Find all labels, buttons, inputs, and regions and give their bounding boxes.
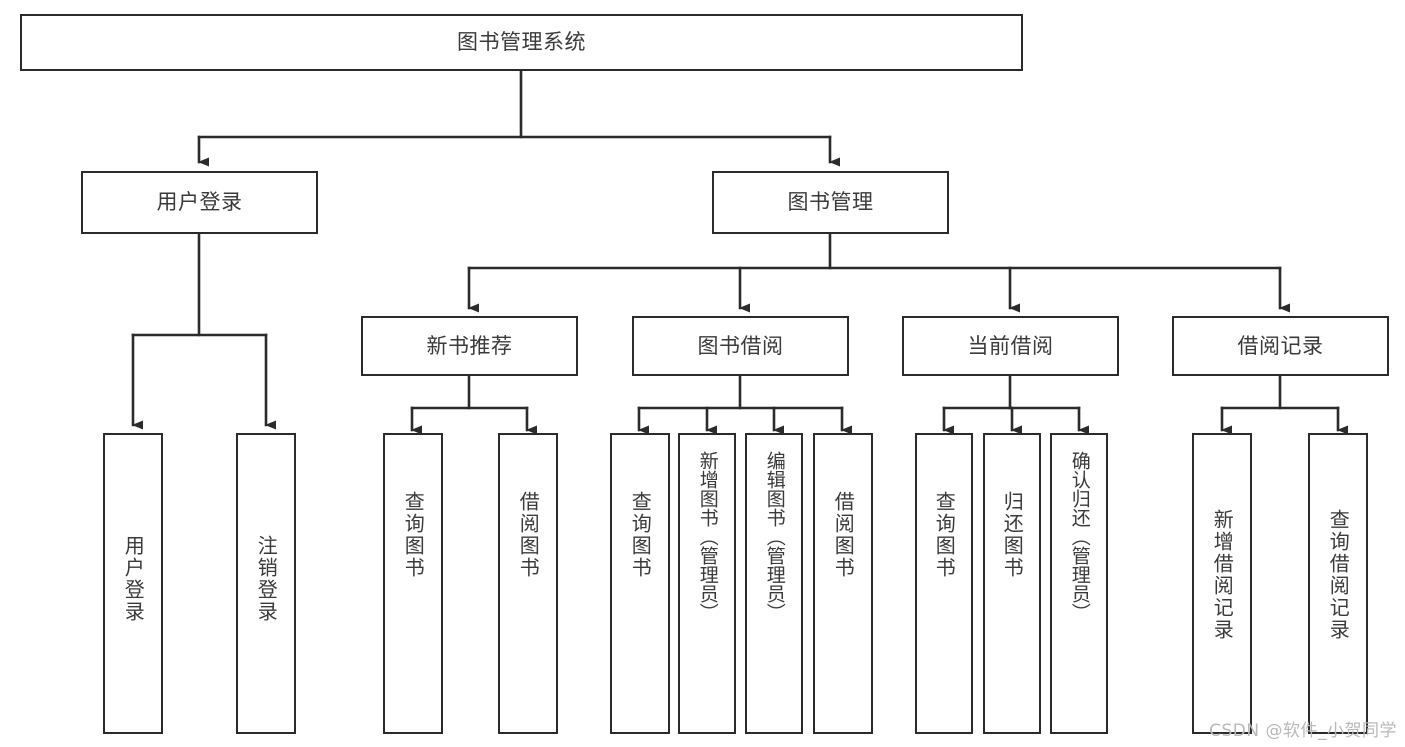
node-leaf-query-book-3[interactable]: 查询图书 — [915, 433, 973, 734]
node-leaf-edit-book-label: 编辑图书（管理员） — [763, 451, 786, 622]
node-leaf-add-record[interactable]: 新增借阅记录 — [1192, 433, 1252, 734]
node-book-borrow[interactable]: 图书借阅 — [632, 316, 849, 376]
node-leaf-logout-label: 注销登录 — [254, 535, 279, 623]
node-leaf-user-login[interactable]: 用户登录 — [103, 433, 163, 734]
node-leaf-borrow-book-1-label: 借阅图书 — [516, 491, 541, 579]
node-leaf-logout[interactable]: 注销登录 — [236, 433, 296, 734]
node-leaf-user-login-label: 用户登录 — [121, 535, 146, 623]
node-leaf-query-book-2[interactable]: 查询图书 — [610, 433, 670, 734]
node-new-book-rec[interactable]: 新书推荐 — [361, 316, 578, 376]
node-leaf-add-book-label: 新增图书（管理员） — [696, 451, 719, 622]
node-leaf-query-book-1[interactable]: 查询图书 — [383, 433, 443, 734]
node-leaf-return-book-label: 归还图书 — [1000, 491, 1025, 579]
node-book-borrow-label: 图书借阅 — [697, 333, 784, 358]
node-current-borrow[interactable]: 当前借阅 — [902, 316, 1119, 376]
node-borrow-record[interactable]: 借阅记录 — [1172, 316, 1389, 376]
node-leaf-query-record-label: 查询借阅记录 — [1326, 509, 1351, 641]
node-book-manage[interactable]: 图书管理 — [712, 171, 949, 234]
node-borrow-record-label: 借阅记录 — [1237, 333, 1324, 358]
watermark: CSDN @软件_小贺同学 — [1209, 721, 1397, 741]
node-book-manage-label: 图书管理 — [787, 190, 874, 215]
node-leaf-query-book-2-label: 查询图书 — [628, 491, 653, 579]
node-leaf-borrow-book-2-label: 借阅图书 — [831, 491, 856, 579]
node-leaf-query-book-3-label: 查询图书 — [932, 491, 957, 579]
node-root[interactable]: 图书管理系统 — [20, 14, 1023, 71]
node-leaf-add-record-label: 新增借阅记录 — [1210, 509, 1235, 641]
node-root-label: 图书管理系统 — [457, 30, 586, 55]
node-leaf-borrow-book-1[interactable]: 借阅图书 — [498, 433, 558, 734]
node-new-book-rec-label: 新书推荐 — [426, 333, 513, 358]
node-leaf-confirm-return-label: 确认归还（管理员） — [1068, 451, 1091, 622]
node-leaf-return-book[interactable]: 归还图书 — [983, 433, 1041, 734]
node-leaf-query-record[interactable]: 查询借阅记录 — [1308, 433, 1368, 734]
node-leaf-add-book[interactable]: 新增图书（管理员） — [678, 433, 736, 734]
node-user-login[interactable]: 用户登录 — [81, 171, 318, 234]
node-current-borrow-label: 当前借阅 — [967, 333, 1054, 358]
node-leaf-edit-book[interactable]: 编辑图书（管理员） — [745, 433, 803, 734]
node-user-login-label: 用户登录 — [156, 190, 243, 215]
node-leaf-confirm-return[interactable]: 确认归还（管理员） — [1050, 433, 1108, 734]
node-leaf-query-book-1-label: 查询图书 — [401, 491, 426, 579]
node-leaf-borrow-book-2[interactable]: 借阅图书 — [813, 433, 873, 734]
